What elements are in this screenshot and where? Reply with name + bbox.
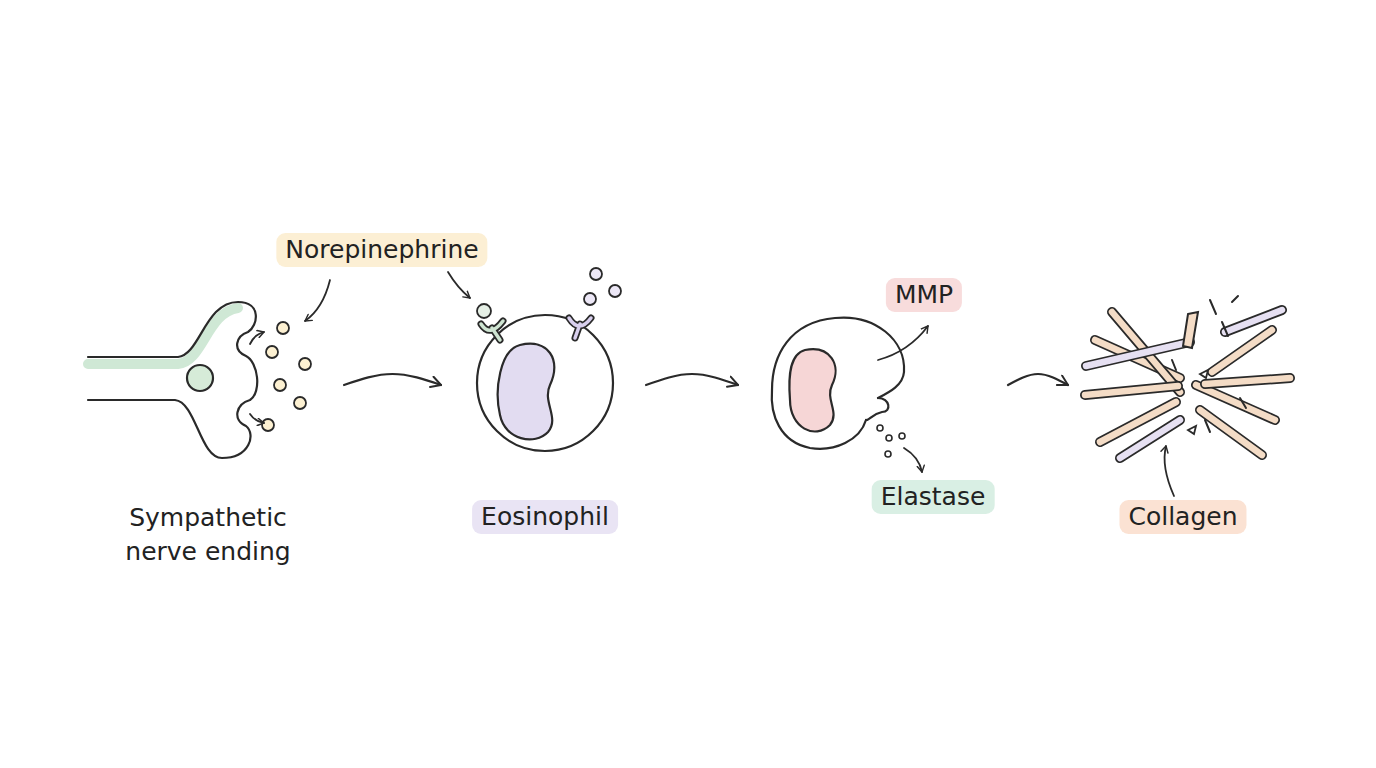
vesicle (277, 322, 289, 334)
collagen-fiber-outline (1200, 410, 1262, 455)
fiber-debris (1210, 300, 1216, 314)
eosinophil-cell (477, 268, 621, 451)
nerve-ending-node: Sympathetic nerve ending (85, 290, 340, 575)
collagen-fiber-outline (1100, 402, 1176, 442)
granule (886, 435, 892, 441)
leader-arrow (305, 280, 330, 321)
vesicle (294, 397, 306, 409)
secretion-arrow (878, 326, 928, 360)
collagen-fiber (1205, 378, 1290, 384)
fiber-debris (1232, 296, 1238, 302)
vesicle (299, 358, 311, 370)
release-arrow (250, 332, 264, 344)
collagen-fiber-outline (1085, 386, 1178, 395)
vesicle (262, 322, 311, 431)
leader-arrow (1164, 446, 1174, 496)
ligand (590, 268, 602, 280)
collagen-fiber (1120, 420, 1180, 458)
collagen-fibers (1085, 296, 1290, 496)
fiber-debris (1172, 360, 1176, 370)
collagen-fiber (1212, 330, 1272, 372)
node-label: Sympathetic nerve ending (92, 501, 325, 569)
secretion-arrow (904, 448, 922, 472)
degranulating-cell (772, 318, 928, 472)
flow-arrow (1008, 374, 1068, 385)
fiber-debris (1222, 322, 1228, 336)
vesicle (262, 419, 274, 431)
release-arrow (250, 414, 264, 423)
axon-outline (88, 302, 257, 458)
vesicle (274, 379, 286, 391)
collagen-fiber (1200, 410, 1262, 455)
leader-arrow (448, 272, 470, 298)
ligand (584, 293, 596, 305)
node-label: Elastase (872, 480, 995, 514)
receptor (569, 318, 591, 338)
collagen-fiber (1086, 342, 1190, 366)
collagen-fiber-outline (1212, 330, 1272, 372)
cell-membrane (772, 318, 904, 449)
eosinophil-node: Eosinophil (445, 262, 642, 547)
vesicle (266, 346, 278, 358)
fiber-debris (1240, 398, 1246, 408)
fiber-fragment (1200, 370, 1208, 378)
nucleus (498, 344, 555, 440)
receptor-outline (481, 321, 503, 340)
receptor (481, 321, 503, 340)
receptor-outline (569, 318, 591, 338)
node-label: MMP (886, 278, 962, 312)
nerve-ending (88, 272, 470, 458)
ligand (609, 285, 621, 297)
granule (877, 425, 883, 431)
fiber-debris (1205, 420, 1210, 432)
collagen-fiber (1225, 310, 1282, 332)
node-label: Collagen (1119, 500, 1246, 534)
collagen-fiber (1085, 386, 1178, 395)
collagen-fiber-outline (1205, 378, 1290, 384)
nerve-nucleus (187, 365, 213, 391)
flow-arrow (646, 374, 738, 385)
axon-highlight (88, 308, 238, 364)
node-label: Eosinophil (472, 500, 618, 534)
granule (899, 433, 905, 439)
collagen-fiber-outline (1086, 342, 1190, 366)
cell-membrane (477, 315, 613, 451)
fiber-fragment (1183, 312, 1198, 348)
collagen-fiber (1100, 402, 1176, 442)
molecule-label: Norepinephrine (276, 233, 487, 267)
collagen-node: Collagen (1072, 290, 1300, 540)
activated-eosinophil-node: MMP Elastase (742, 270, 1004, 525)
nucleus (789, 349, 835, 431)
ligand (477, 304, 491, 318)
granule (885, 451, 891, 457)
flow-arrow (344, 374, 441, 385)
exocytosis-pocket (866, 398, 888, 420)
collagen-fiber-outline (1225, 310, 1282, 332)
fiber-fragment (1188, 426, 1196, 434)
granule (877, 425, 905, 457)
collagen-fiber-outline (1120, 420, 1180, 458)
